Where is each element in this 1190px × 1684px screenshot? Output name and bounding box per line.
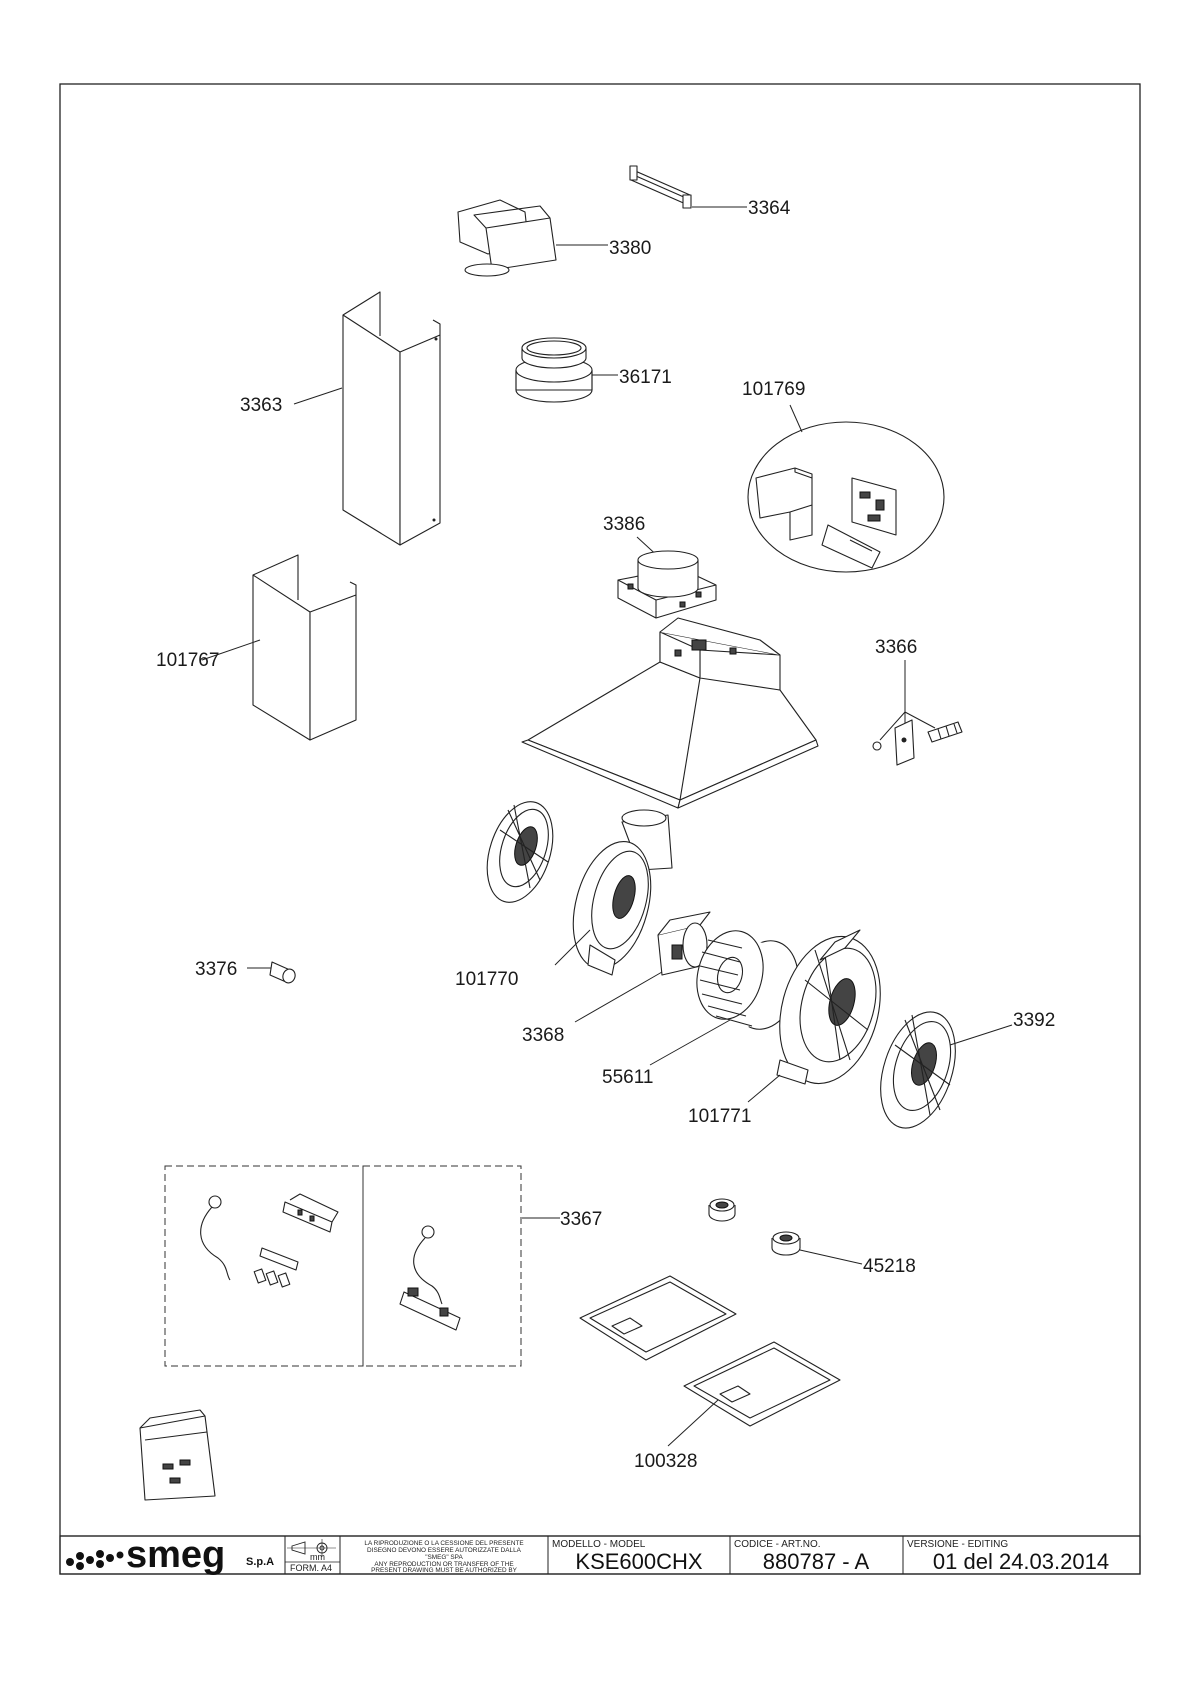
label-3392: 3392 — [1013, 1010, 1055, 1031]
code-label: CODICE - ART.NO. — [734, 1539, 821, 1550]
projection-symbol-icon: mm — [287, 1539, 336, 1562]
legal-en-2: PRESENT DRAWING MUST BE AUTHORIZED BY — [371, 1567, 518, 1574]
part-3364-bracket — [629, 165, 747, 209]
title-block: smeg S.p.A mm FORM. A4 LA RIPRODUZIONE O… — [59, 1534, 1141, 1576]
label-3368: 3368 — [522, 1025, 564, 1046]
drawing-frame — [59, 83, 1141, 1575]
part-36171-ring — [515, 337, 618, 403]
part-55611-impeller — [649, 930, 799, 1066]
label-101767: 101767 — [156, 650, 219, 671]
fan-grille-left — [486, 801, 554, 903]
part-3366-fixing-kit: 3366 — [872, 637, 963, 766]
legal-en-1: ANY REPRODUCTION OR TRANSFER OF THE — [374, 1561, 513, 1568]
label-45218: 45218 — [863, 1256, 916, 1277]
format-label: FORM. A4 — [290, 1563, 332, 1573]
legal-it-1: LA RIPRODUZIONE O LA CESSIONE DEL PRESEN… — [364, 1540, 523, 1547]
part-3392-grille — [880, 1011, 1013, 1129]
smeg-logo: smeg S.p.A — [66, 1534, 274, 1576]
svg-text:smeg: smeg — [126, 1534, 225, 1576]
label-100328: 100328 — [634, 1451, 697, 1472]
part-101767-lower-chimney — [201, 554, 357, 741]
part-101769-electronics-kit: 101769 — [742, 379, 945, 573]
part-3386-motor-base: 3386 — [603, 514, 717, 619]
svg-text:S.p.A: S.p.A — [246, 1556, 274, 1568]
label-36171: 36171 — [619, 367, 672, 388]
part-101770-blower-housing — [554, 809, 673, 976]
code-value: 880787 - A — [763, 1549, 870, 1574]
label-101770: 101770 — [455, 969, 518, 990]
legal-it-3: "SMEG" SPA — [425, 1554, 463, 1561]
label-3366: 3366 — [875, 637, 917, 658]
part-101771-blower-housing — [747, 929, 881, 1103]
part-3380-adapter — [457, 199, 608, 277]
part-3376-lamp — [247, 961, 296, 984]
part-3367-lighting-kits — [164, 1165, 560, 1367]
label-101769: 101769 — [742, 379, 805, 400]
label-101771: 101771 — [688, 1106, 751, 1127]
part-100328-grease-filters — [579, 1275, 841, 1447]
legal-it-2: DISEGNO DEVONO ESSERE AUTORIZZATE DALLA — [367, 1547, 522, 1554]
label-3364: 3364 — [748, 198, 791, 219]
part-3363-upper-chimney — [293, 291, 441, 546]
hood-canopy — [521, 617, 819, 809]
label-55611: 55611 — [602, 1067, 653, 1088]
model-value: KSE600CHX — [575, 1549, 703, 1574]
label-3376: 3376 — [195, 959, 237, 980]
label-3363: 3363 — [240, 395, 282, 416]
label-3367: 3367 — [560, 1209, 602, 1230]
label-3380: 3380 — [609, 238, 651, 259]
version-value: 01 del 24.03.2014 — [933, 1549, 1109, 1574]
model-label: MODELLO - MODEL — [552, 1539, 646, 1550]
part-3368-motor — [574, 911, 711, 1023]
version-label: VERSIONE - EDITING — [907, 1539, 1008, 1550]
svg-text:mm: mm — [310, 1552, 325, 1562]
part-45218-knobs — [708, 1198, 863, 1265]
label-3386: 3386 — [603, 514, 645, 535]
screw-bag — [139, 1409, 216, 1501]
